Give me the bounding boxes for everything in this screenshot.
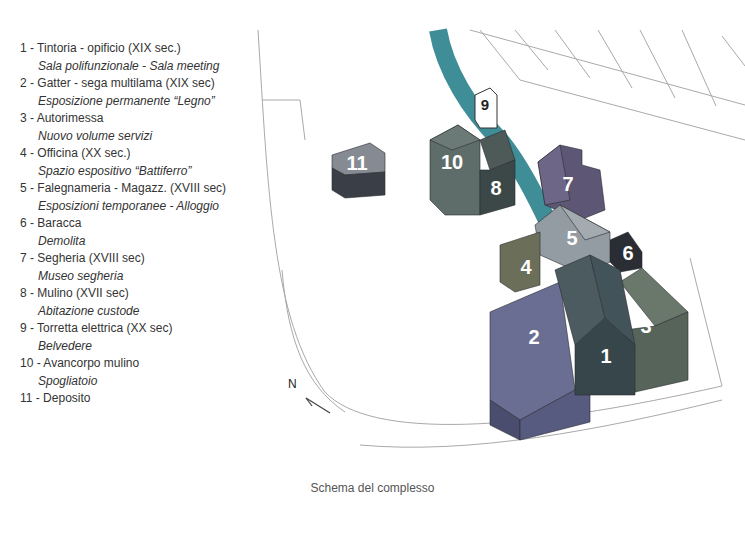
legend-line: 11 - Deposito bbox=[20, 391, 90, 405]
legend-line: Nuovo volume servizi bbox=[38, 129, 152, 143]
building-face bbox=[538, 145, 605, 220]
legend-line: 2 - Gatter - sega multilama (XIX sec) bbox=[20, 76, 215, 90]
legend-line: 4 - Officina (XX sec.) bbox=[20, 146, 130, 160]
road-edge bbox=[282, 270, 345, 412]
building-face bbox=[575, 318, 635, 395]
legend-line: Spazio espositivo “Battiferro” bbox=[38, 164, 191, 178]
legend-line: 8 - Mulino (XVII sec) bbox=[20, 286, 129, 300]
building-face bbox=[332, 143, 385, 175]
building: 11 bbox=[332, 143, 385, 198]
legend-line: Museo segheria bbox=[38, 269, 123, 283]
legend-line: 10 - Avancorpo mulino bbox=[20, 356, 139, 370]
parking-stripes bbox=[515, 30, 745, 106]
building: 7 bbox=[538, 145, 605, 220]
legend-line: 9 - Torretta elettrica (XX sec) bbox=[20, 321, 173, 335]
building-face bbox=[490, 400, 520, 440]
legend-line: 6 - Baracca bbox=[20, 216, 81, 230]
building: 1 bbox=[555, 255, 635, 395]
legend-line: Esposizione permanente “Legno” bbox=[38, 94, 215, 108]
legend-line: Sala polifunzionale - Sala meeting bbox=[38, 59, 219, 73]
building-face bbox=[610, 232, 642, 272]
building-shape bbox=[480, 130, 515, 215]
north-arrow bbox=[306, 398, 330, 413]
callout-number: 3 bbox=[640, 315, 651, 338]
building-face bbox=[475, 88, 497, 128]
building-face bbox=[535, 205, 610, 275]
legend-line: 1 - Tintoria - opificio (XIX sec.) bbox=[20, 41, 181, 55]
callout-number: 6 bbox=[622, 242, 633, 265]
callout-number: 11 bbox=[346, 152, 367, 175]
parking-edge bbox=[470, 30, 745, 105]
building: 8 bbox=[480, 130, 515, 215]
legend-line: 3 - Autorimessa bbox=[20, 111, 103, 125]
building: 6 bbox=[610, 232, 642, 272]
legend-line: Spogliatoio bbox=[38, 374, 97, 388]
parking-edge bbox=[480, 30, 745, 140]
building-shape bbox=[555, 255, 635, 395]
road-edge bbox=[262, 100, 305, 140]
callout-number: 9 bbox=[481, 96, 489, 113]
building-face bbox=[625, 312, 688, 392]
legend-line: Esposizioni temporanee - Alloggio bbox=[38, 199, 219, 213]
road-edge bbox=[690, 258, 722, 386]
building-face bbox=[430, 125, 480, 150]
legend-line: 7 - Segheria (XVIII sec) bbox=[20, 251, 145, 265]
callout-number: 5 bbox=[566, 227, 577, 250]
building-face bbox=[500, 232, 540, 292]
callout-number: 8 bbox=[490, 177, 501, 200]
legend-line: Belvedere bbox=[38, 339, 92, 353]
caption: Schema del complesso bbox=[310, 481, 434, 495]
legend-line: Abitazione custode bbox=[38, 304, 139, 318]
callout-number: 7 bbox=[562, 173, 573, 196]
building-face bbox=[430, 125, 480, 215]
callout-number: 10 bbox=[441, 151, 463, 174]
callout-number: 1 bbox=[600, 345, 611, 368]
road-edge bbox=[258, 30, 722, 424]
building-shape bbox=[500, 232, 540, 292]
building: 4 bbox=[500, 232, 540, 292]
legend-line: 5 - Falegnameria - Magazz. (XVIII sec) bbox=[20, 181, 226, 195]
legend-line: Demolita bbox=[38, 234, 85, 248]
north-label: N bbox=[288, 377, 297, 391]
building: 9 bbox=[475, 88, 497, 128]
building: 10 bbox=[430, 125, 480, 215]
building-face bbox=[480, 160, 515, 215]
callout-number: 4 bbox=[520, 256, 531, 279]
callout-number: 2 bbox=[528, 326, 539, 349]
building-face bbox=[520, 390, 590, 440]
